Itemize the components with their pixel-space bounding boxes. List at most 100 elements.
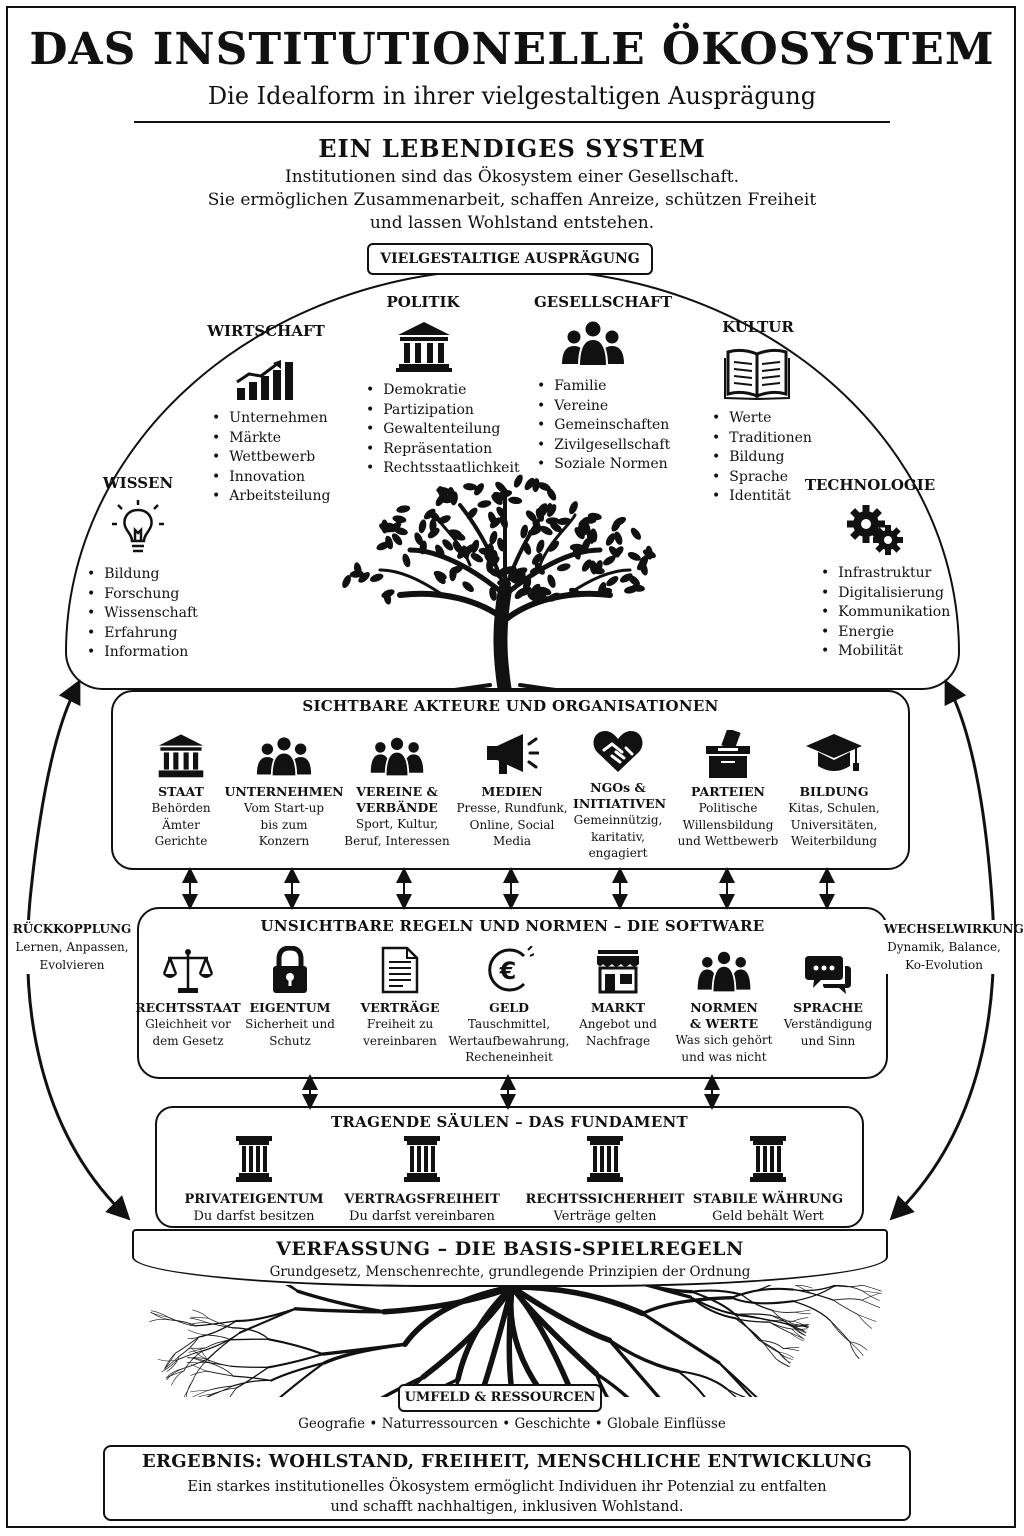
page-subtitle: Die Idealform in ihrer vielgestaltigen A…	[207, 82, 817, 110]
euro-icon: €	[488, 946, 534, 992]
actor-desc: Gemeinnützig,	[573, 813, 663, 827]
root-strand	[231, 1327, 270, 1340]
root-strand	[862, 1290, 882, 1294]
root-strand	[690, 1290, 737, 1317]
list-item: Wettbewerb	[212, 448, 330, 468]
title-divider	[134, 121, 890, 123]
root-strand	[717, 1361, 758, 1397]
root-strand	[287, 1285, 299, 1293]
rule-desc: Wertaufbewahrung,	[448, 1033, 570, 1048]
list-item: Bildung	[87, 565, 198, 585]
list-item: Sprache	[712, 468, 812, 488]
list-item: Infrastruktur	[821, 564, 950, 584]
wissen-list: Bildung Forschung Wissenschaft Erfahrung…	[87, 565, 198, 663]
root-strand	[789, 1324, 805, 1331]
root-strand	[210, 1387, 237, 1395]
root-strand	[792, 1321, 808, 1328]
pillar-privateigentum: PRIVATEIGENTUM Du darfst besitzen	[164, 1136, 344, 1224]
list-item: Digitalisierung	[821, 584, 950, 604]
tree-leaf	[447, 529, 462, 537]
root-strand	[397, 1375, 425, 1397]
root-strand	[782, 1348, 799, 1351]
tree-leaf	[534, 590, 548, 600]
root-strand	[151, 1310, 170, 1318]
actor-vereine: VEREINE & VERBÄNDE Sport, Kultur,Beruf, …	[333, 728, 461, 849]
root-strand	[206, 1394, 212, 1397]
root-strand	[279, 1361, 326, 1397]
root-strand	[191, 1358, 209, 1382]
tree-leaf	[497, 579, 512, 587]
root-strand	[730, 1296, 795, 1305]
pillar-desc: Du darfst besitzen	[193, 1209, 315, 1224]
tree-leaf	[547, 504, 557, 517]
tree-leaf	[547, 540, 560, 552]
root-strand	[149, 1319, 169, 1322]
root-strand	[171, 1370, 185, 1386]
root-strand	[832, 1285, 841, 1288]
tree-leaf	[402, 553, 411, 568]
root-strand	[792, 1288, 835, 1301]
root-strand	[497, 1285, 515, 1290]
page-title: DAS INSTITUTIONELLE ÖKOSYSTEM	[29, 24, 995, 75]
technologie-list: Infrastruktur Digitalisierung Kommunikat…	[821, 564, 950, 662]
actor-desc: Konzern	[258, 834, 310, 848]
pillars-heading: TRAGENDE SÄULEN – DAS FUNDAMENT	[330, 1113, 689, 1131]
actor-desc: Kitas, Schulen,	[788, 801, 880, 815]
root-strand	[183, 1350, 204, 1372]
tree-leaf	[442, 539, 454, 551]
tree-leaf	[546, 487, 557, 501]
actor-name: BILDUNG	[799, 784, 869, 799]
pillar-icon	[587, 1136, 623, 1182]
actor-desc: Presse, Rundfunk,	[456, 801, 568, 815]
dome-label: VIELGESTALTIGE AUSPRÄGUNG	[367, 243, 653, 275]
root-strand	[792, 1285, 836, 1292]
root-strand	[293, 1307, 386, 1314]
tree-leaf	[539, 525, 553, 536]
rule-desc: und was nicht	[681, 1049, 767, 1064]
root-strand	[775, 1358, 790, 1367]
root-strand	[769, 1321, 792, 1330]
root-strand	[792, 1286, 834, 1302]
actor-desc: Universitäten,	[790, 817, 878, 832]
tree-leaf	[581, 559, 592, 572]
constitution-title: VERFASSUNG – DIE BASIS-SPIELREGELN	[276, 1238, 744, 1260]
interaction-title: WECHSELWIRKUNG	[884, 922, 1024, 936]
interaction-line: Ko-Evolution	[905, 958, 983, 972]
pillars-panel	[155, 1106, 864, 1228]
actor-name: UNTERNEHMEN	[224, 784, 344, 799]
root-strand	[189, 1322, 208, 1326]
tree-leaf	[524, 477, 535, 491]
community-icon	[697, 951, 751, 994]
actor-desc: Gerichte	[154, 834, 208, 848]
rule-desc: Recheneinheit	[465, 1050, 553, 1064]
rule-name: EIGENTUM	[249, 1000, 331, 1015]
politik-list: Demokratie Partizipation Gewaltenteilung…	[366, 381, 520, 479]
actor-name: MEDIEN	[481, 784, 543, 799]
root-strand	[190, 1371, 208, 1376]
tree-leaf	[614, 531, 623, 545]
pillar-name: PRIVATEIGENTUM	[184, 1192, 324, 1207]
tree-leaf	[518, 567, 526, 582]
tree-leaf	[486, 543, 495, 558]
tree-leaf	[523, 577, 532, 591]
root-strand	[229, 1387, 237, 1397]
tree-leaf	[391, 533, 403, 546]
pillar-icon	[750, 1136, 786, 1182]
rule-desc: Schutz	[269, 1033, 311, 1048]
actor-desc: Beruf, Interessen	[344, 833, 450, 848]
tree-leaf	[414, 532, 424, 546]
tree-leaf	[499, 515, 508, 529]
tree-leaf	[392, 515, 407, 523]
tree-leaf	[474, 483, 484, 496]
intro-line: Institutionen sind das Ökosystem einer G…	[285, 167, 739, 187]
pillar-rechtssicherheit: RECHTSSICHERHEIT Verträge gelten	[515, 1136, 695, 1224]
pillar-desc: Du darfst vereinbaren	[349, 1209, 495, 1224]
list-item: Identität	[712, 487, 812, 507]
list-item: Gewaltenteilung	[366, 420, 520, 440]
rule-desc: und Sinn	[800, 1033, 856, 1048]
rule-name: VERTRÄGE	[360, 1000, 440, 1015]
tree-leaf	[437, 515, 451, 525]
rule-desc: Angebot und	[579, 1017, 657, 1031]
